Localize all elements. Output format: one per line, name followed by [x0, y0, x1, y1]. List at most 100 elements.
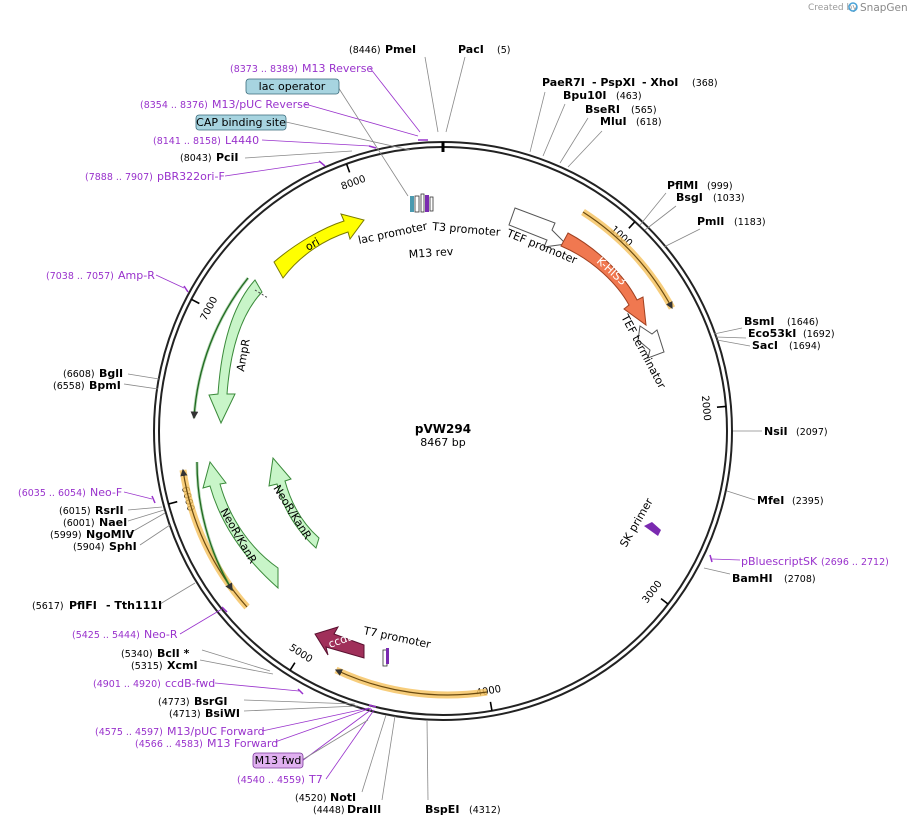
boxed-labels: lac operator CAP binding site M13 fwd — [195, 78, 340, 769]
cap-binding-site-label: CAP binding site — [196, 116, 286, 129]
primer-name[interactable]: M13 Forward — [207, 737, 278, 750]
enzyme-name[interactable]: NotI — [330, 791, 356, 804]
lac-promoter-label: lac promoter — [357, 219, 429, 246]
scale-tick-mark — [191, 298, 200, 305]
scale-tick-mark — [628, 221, 636, 229]
enzyme-name[interactable]: BsrGI — [194, 695, 227, 708]
neor-inner-feature-arrow[interactable] — [268, 456, 320, 549]
tef-terminator-arrow[interactable] — [637, 325, 665, 359]
enzyme-pos: (8043) — [180, 153, 212, 164]
enzyme-name[interactable]: XcmI — [167, 659, 198, 672]
primer-name[interactable]: Neo-R — [144, 628, 178, 641]
enzyme-name[interactable]: PmlI — [697, 215, 724, 228]
scale-tick-mark — [489, 701, 493, 711]
enzyme-pos: (4312) — [469, 805, 501, 816]
enzyme-name[interactable]: - Tth111I — [106, 599, 162, 612]
enzyme-name[interactable]: SacI — [752, 339, 778, 352]
box-leader-lines — [285, 86, 411, 761]
enzyme-name[interactable]: PflFI — [69, 599, 97, 612]
enzyme-pos: (5999) — [50, 530, 82, 541]
enzyme-name[interactable]: BglI — [99, 367, 123, 380]
enzyme-name[interactable]: DraIII — [347, 803, 381, 816]
primer-pos: (8141 .. 8158) — [153, 136, 221, 147]
primer-name[interactable]: Amp-R — [118, 269, 155, 282]
enzyme-name[interactable]: MluI — [600, 115, 627, 128]
neor-outer-feature-arrow[interactable] — [202, 460, 279, 590]
enzyme-name[interactable]: PmeI — [385, 43, 416, 56]
neor-kanr-inner-label: NeoR/KanR — [270, 483, 314, 542]
primer-pos: (5425 .. 5444) — [72, 630, 140, 641]
enzyme-name[interactable]: - XhoI — [642, 76, 678, 89]
lac-operator-box[interactable] — [245, 78, 340, 95]
enzyme-name[interactable]: NsiI — [764, 425, 788, 438]
enzyme-name[interactable]: NgoMIV — [86, 528, 135, 541]
tef-promoter-arrow[interactable] — [508, 207, 568, 248]
enzyme-name[interactable]: Bpu10I — [563, 89, 607, 102]
enzyme-name[interactable]: PacI — [458, 43, 484, 56]
primer-name[interactable]: L4440 — [225, 134, 259, 147]
enzyme-name[interactable]: NaeI — [99, 516, 127, 529]
enzyme-labels: (8446) PmeI PacI (5) PaeR7I - PspXI - Xh… — [32, 43, 835, 816]
enzyme-pos: (2395) — [792, 496, 824, 507]
enzyme-pos: (1694) — [789, 341, 821, 352]
enzyme-pos: (999) — [707, 181, 733, 192]
primer-name[interactable]: pBR322ori-F — [157, 170, 225, 183]
neor-orf2-line — [196, 461, 233, 592]
enzyme-name[interactable]: BseRI — [585, 103, 620, 116]
primer-name[interactable]: Neo-F — [90, 486, 122, 499]
small-feature-mark — [429, 196, 434, 212]
enzyme-pos: (2097) — [796, 427, 828, 438]
enzyme-name[interactable]: Eco53kI — [748, 327, 796, 340]
enzyme-name[interactable]: - PspXI — [592, 76, 635, 89]
m13-fwd-box[interactable] — [252, 752, 304, 769]
primer-pos: (8373 .. 8389) — [230, 64, 298, 75]
enzyme-name[interactable]: BsiWI — [205, 707, 240, 720]
ampr-feature-arrow[interactable] — [208, 279, 263, 425]
primer-name[interactable]: M13/pUC Reverse — [212, 98, 310, 111]
enzyme-name[interactable]: BclI * — [157, 647, 190, 660]
enzyme-name[interactable]: MfeI — [757, 494, 784, 507]
primer-name[interactable]: ccdB-fwd — [165, 677, 215, 690]
scale-tick-mark — [716, 405, 727, 409]
his3-feature-arrow[interactable] — [560, 232, 647, 327]
enzyme-name[interactable]: PaeR7I — [542, 76, 585, 89]
primer-pos: (7038 .. 7057) — [46, 271, 114, 282]
his3-orf-line — [582, 211, 673, 310]
enzyme-name[interactable]: BpmI — [89, 379, 121, 392]
enzyme-pos: (6608) — [63, 369, 95, 380]
created-by-label: Created by — [808, 3, 858, 13]
enzyme-name[interactable]: SphI — [109, 540, 137, 553]
enzyme-name[interactable]: PflMI — [667, 179, 698, 192]
enzyme-name[interactable]: BsmI — [744, 315, 775, 328]
enzyme-pos: (6015) — [59, 506, 91, 517]
enzyme-name[interactable]: RsrII — [95, 504, 124, 517]
primer-name[interactable]: M13 Reverse — [302, 62, 373, 75]
ccdb-orf-line — [334, 669, 488, 696]
primer-name[interactable]: pBluescriptSK — [741, 555, 818, 568]
ccdb-feature-arrow[interactable] — [314, 626, 365, 659]
enzyme-pos: (618) — [636, 117, 662, 128]
m13-rev-mark — [425, 195, 429, 212]
primer-name[interactable]: T7 — [308, 773, 323, 786]
neor-kanr-outer-label: NeoR/KanR — [217, 506, 259, 566]
ampr-orf-line — [190, 277, 249, 420]
enzyme-pos: (2708) — [784, 574, 816, 585]
enzyme-pos: (463) — [616, 91, 642, 102]
enzyme-pos: (4448) — [313, 805, 345, 816]
ori-feature-arrow[interactable] — [273, 213, 365, 279]
enzyme-pos: (1646) — [787, 317, 819, 328]
enzyme-pos: (8446) — [349, 45, 381, 56]
enzyme-pos: (6001) — [63, 518, 95, 529]
enzyme-name[interactable]: BamHI — [732, 572, 773, 585]
m13-fwd-label: M13 fwd — [255, 754, 302, 767]
sk-primer-label: SK primer — [617, 496, 656, 550]
scale-tick-mark — [168, 500, 178, 505]
primer-name[interactable]: M13/pUC Forward — [167, 725, 265, 738]
neor-orf-line — [180, 468, 248, 608]
enzyme-name[interactable]: BsgI — [676, 191, 703, 204]
ampr-dotted-mark — [254, 289, 269, 299]
enzyme-name[interactable]: BspEI — [425, 803, 459, 816]
enzyme-name[interactable]: PciI — [216, 151, 238, 164]
cap-binding-site-box[interactable] — [195, 114, 287, 131]
